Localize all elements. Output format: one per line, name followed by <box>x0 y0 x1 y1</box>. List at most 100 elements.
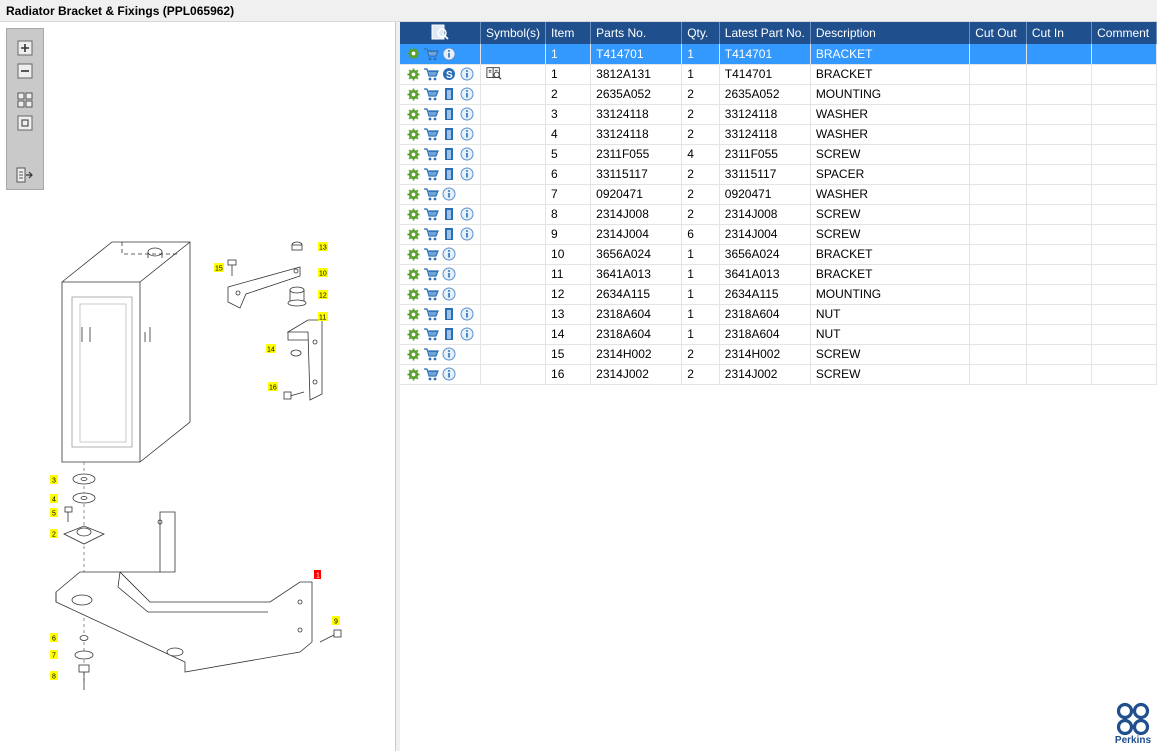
callout-14[interactable] <box>266 344 276 353</box>
callout-6[interactable] <box>50 633 58 642</box>
gear-icon[interactable] <box>405 46 421 62</box>
cart-icon[interactable] <box>423 226 439 242</box>
info-icon[interactable] <box>459 66 475 82</box>
callout-9[interactable] <box>332 616 340 625</box>
info-icon[interactable] <box>459 306 475 322</box>
fit-all-button[interactable] <box>15 91 35 109</box>
document-icon[interactable] <box>441 306 457 322</box>
cart-icon[interactable] <box>423 326 439 342</box>
callout-11[interactable] <box>318 312 328 321</box>
cart-icon[interactable] <box>423 46 439 62</box>
cart-icon[interactable] <box>423 86 439 102</box>
cart-icon[interactable] <box>423 146 439 162</box>
show-list-button[interactable] <box>15 166 35 184</box>
gear-icon[interactable] <box>405 166 421 182</box>
info-icon[interactable] <box>441 366 457 382</box>
callout-13[interactable] <box>318 242 328 251</box>
column-header-cut-out[interactable]: Cut Out <box>969 22 1027 44</box>
gear-icon[interactable] <box>405 106 421 122</box>
cart-icon[interactable] <box>423 126 439 142</box>
gear-icon[interactable] <box>405 126 421 142</box>
cart-icon[interactable] <box>423 246 439 262</box>
info-icon[interactable] <box>441 266 457 282</box>
column-header-description[interactable]: Description <box>810 22 971 44</box>
column-header-search[interactable] <box>400 22 481 44</box>
cart-icon[interactable] <box>423 346 439 362</box>
column-header-item[interactable]: Item <box>545 22 592 44</box>
info-icon[interactable] <box>459 326 475 342</box>
document-icon[interactable] <box>441 206 457 222</box>
column-header-qty[interactable]: Qty. <box>681 22 720 44</box>
callout-15[interactable] <box>214 263 224 272</box>
info-icon[interactable] <box>441 286 457 302</box>
zoom-in-button[interactable] <box>15 39 35 57</box>
info-icon[interactable] <box>459 226 475 242</box>
gear-icon[interactable] <box>405 246 421 262</box>
info-icon[interactable] <box>441 246 457 262</box>
fit-window-button[interactable] <box>15 114 35 132</box>
gear-icon[interactable] <box>405 86 421 102</box>
gear-icon[interactable] <box>405 206 421 222</box>
illustration-lookup-icon[interactable] <box>486 65 502 81</box>
gear-icon[interactable] <box>405 146 421 162</box>
document-icon[interactable] <box>441 326 457 342</box>
info-icon[interactable] <box>459 166 475 182</box>
document-icon[interactable] <box>441 126 457 142</box>
document-icon[interactable] <box>441 106 457 122</box>
cart-icon[interactable] <box>423 286 439 302</box>
callout-2[interactable] <box>50 529 58 538</box>
callout-10[interactable] <box>318 268 328 277</box>
document-icon[interactable] <box>441 226 457 242</box>
column-header-cut-in[interactable]: Cut In <box>1026 22 1093 44</box>
zoom-out-button[interactable] <box>15 62 35 80</box>
illustration-pane[interactable]: 13 15 10 12 11 14 16 3 4 5 2 1 6 <box>0 22 396 751</box>
gear-icon[interactable] <box>405 186 421 202</box>
cart-icon[interactable] <box>423 166 439 182</box>
gear-icon[interactable] <box>405 366 421 382</box>
info-icon[interactable] <box>459 106 475 122</box>
callout-12[interactable] <box>318 290 328 299</box>
column-header-latest-part-no[interactable]: Latest Part No. <box>719 22 811 44</box>
gear-icon[interactable] <box>405 266 421 282</box>
column-header-parts-no[interactable]: Parts No. <box>590 22 683 44</box>
gear-icon[interactable] <box>405 326 421 342</box>
cart-icon[interactable] <box>423 106 439 122</box>
callout-4[interactable] <box>50 494 58 503</box>
callout-1[interactable] <box>314 570 321 579</box>
document-icon[interactable] <box>441 86 457 102</box>
column-header-symbols[interactable]: Symbol(s) <box>480 22 547 44</box>
callout-5[interactable] <box>50 508 58 517</box>
callout-7[interactable] <box>50 650 58 659</box>
cart-icon[interactable] <box>423 186 439 202</box>
cart-icon[interactable] <box>423 66 439 82</box>
gear-icon[interactable] <box>405 306 421 322</box>
supersession-icon[interactable]: S <box>441 66 457 82</box>
document-icon[interactable] <box>441 146 457 162</box>
pane-splitter[interactable] <box>396 22 400 751</box>
callout-3[interactable] <box>50 475 58 484</box>
info-icon[interactable] <box>459 146 475 162</box>
column-header-comment[interactable]: Comment <box>1091 22 1157 44</box>
document-icon[interactable] <box>441 166 457 182</box>
cart-icon[interactable] <box>423 366 439 382</box>
info-icon[interactable] <box>441 46 457 62</box>
gear-icon[interactable] <box>405 66 421 82</box>
gear-icon[interactable] <box>405 346 421 362</box>
info-icon[interactable] <box>441 186 457 202</box>
info-icon[interactable] <box>459 126 475 142</box>
